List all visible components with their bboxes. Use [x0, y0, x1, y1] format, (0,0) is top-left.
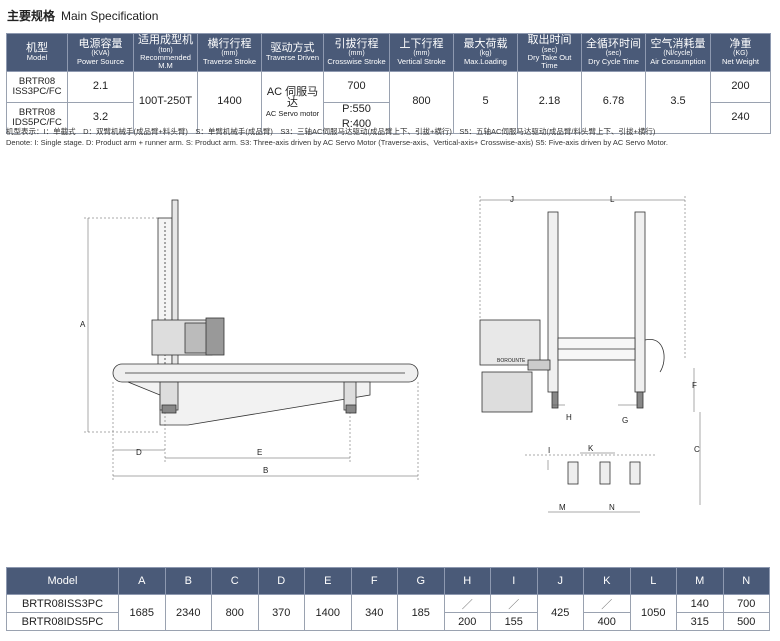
dim-label-f: F [692, 381, 697, 390]
spec-header-cell: 净重(KG)Net Weight [710, 33, 771, 72]
control-box [479, 319, 541, 366]
side-view-dims [84, 217, 419, 480]
dims-header-cell: C [211, 567, 259, 595]
right-column [634, 211, 646, 393]
dim-label-k: K [588, 444, 594, 453]
spec-crosswise-cell: 700 [323, 70, 390, 103]
dim-label-a: A [80, 320, 86, 329]
spec-cycle-cell: 6.78 [581, 70, 646, 134]
dim-label-e: E [257, 448, 262, 457]
dims-header-cell: A [118, 567, 166, 595]
dims-cell-h: 200 [443, 612, 491, 631]
spec-header-cell: 引拔行程(mm)Crosswise Stroke [323, 33, 390, 72]
dims-cell-i: ／ [490, 594, 538, 613]
title-en: Main Specification [61, 9, 159, 23]
spec-loading-cell: 5 [453, 70, 518, 134]
front-view [479, 211, 665, 485]
dims-row: BRTR08ISS3PC 1685 2340 800 370 1400 340 … [6, 594, 770, 631]
spec-weight-cell: 240 [710, 101, 771, 134]
dims-cell-m: 315 [676, 612, 724, 631]
dims-header-cell: K [583, 567, 631, 595]
spec-row: R:400 [7, 117, 771, 134]
dims-header-row: Model A B C D E F G H I J K L M N [6, 567, 770, 595]
spec-header-cell: 横行行程(mm)Traverse Stroke [197, 33, 262, 72]
dim-label-b: B [263, 466, 268, 475]
dims-model-cell: BRTR08IDS5PC [6, 612, 119, 631]
side-view [112, 199, 419, 426]
notes-line-en: Denote: I: Single stage. D: Product arm … [6, 138, 668, 147]
dims-header-cell: D [257, 567, 305, 595]
dim-label-n: N [609, 503, 615, 512]
dim-label-c: C [694, 445, 700, 454]
dims-cell-a: 1685 [118, 594, 166, 631]
spec-header-cell: 上下行程(mm)Vertical Stroke [389, 33, 454, 72]
plate-text: BOROUNTE [497, 358, 526, 364]
dims-header-cell: M [676, 567, 724, 595]
dims-header-cell: G [397, 567, 445, 595]
dim-label-i: I [548, 446, 550, 455]
dims-cell-m: 140 [676, 594, 724, 613]
dims-cell-b: 2340 [164, 594, 212, 631]
section-title: 主要规格 Main Specification [7, 7, 158, 24]
dims-cell-f: 340 [350, 594, 398, 631]
notes: 机型表示：I：单截式 D：双臂机械手(成品臂+料头臂) S：单臂机械手(成品臂)… [6, 126, 668, 148]
dims-cell-c: 800 [211, 594, 259, 631]
dims-header-cell: J [536, 567, 584, 595]
dims-cell-e: 1400 [304, 594, 352, 631]
spec-crosswise-p-cell: P:550 [323, 101, 390, 118]
dims-cell-k: 400 [583, 612, 631, 631]
notes-line-zh: 机型表示：I：单截式 D：双臂机械手(成品臂+料头臂) S：单臂机械手(成品臂)… [6, 127, 656, 136]
dim-label-l: L [610, 195, 615, 204]
dim-label-j: J [510, 195, 514, 204]
title-zh: 主要规格 [7, 9, 56, 23]
spec-header-cell: 取出时间(sec)Dry Take Out Time [517, 33, 582, 72]
spec-header-cell: 适用成型机(ton)Recommended M.M [133, 33, 198, 72]
dims-cell-d: 370 [257, 594, 305, 631]
dim-label-d: D [136, 448, 142, 457]
spec-crosswise-r-cell: R:400 [323, 117, 390, 134]
dims-cell-l: 1050 [629, 594, 677, 631]
dims-cell-g: 185 [397, 594, 445, 631]
dims-header-cell: B [164, 567, 212, 595]
dim-label-m: M [559, 503, 566, 512]
dims-header-cell: Model [6, 567, 119, 595]
spec-power-cell: 3.2 [67, 101, 134, 134]
spec-header-cell: 空气消耗量(Nl/cycle)Air Consumption [645, 33, 711, 72]
spec-traverse-cell: 1400 [197, 70, 262, 134]
dim-label-g: G [622, 416, 628, 425]
dims-header-cell: L [629, 567, 677, 595]
dims-table: Model A B C D E F G H I J K L M N BRTR08… [6, 567, 770, 631]
dims-header-cell: H [443, 567, 491, 595]
spec-header-cell: 最大荷载(kg)Max.Loading [453, 33, 518, 72]
spec-header-cell: 全循环时间(sec)Dry Cycle Time [581, 33, 646, 72]
dims-model-cell: BRTR08ISS3PC [6, 594, 119, 613]
dims-header-cell: F [350, 567, 398, 595]
dims-row: BRTR08IDS5PC 200 155 400 315 500 [6, 612, 770, 631]
dim-label-h: H [566, 413, 572, 422]
dims-cell-i: 155 [490, 612, 538, 631]
dims-cell-h: ／ [443, 594, 491, 613]
dims-header-cell: I [490, 567, 538, 595]
dims-header-cell: E [304, 567, 352, 595]
front-view-dims [479, 196, 701, 513]
spec-recommended-cell: 100T-250T [133, 70, 198, 134]
dims-header-cell: N [722, 567, 770, 595]
dims-cell-n: 500 [722, 612, 770, 631]
spec-header-cell: 电源容量(KVA)Power Source [67, 33, 134, 72]
dims-cell-j: 425 [536, 594, 584, 631]
dims-cell-k: ／ [583, 594, 631, 613]
dims-cell-n: 700 [722, 594, 770, 613]
